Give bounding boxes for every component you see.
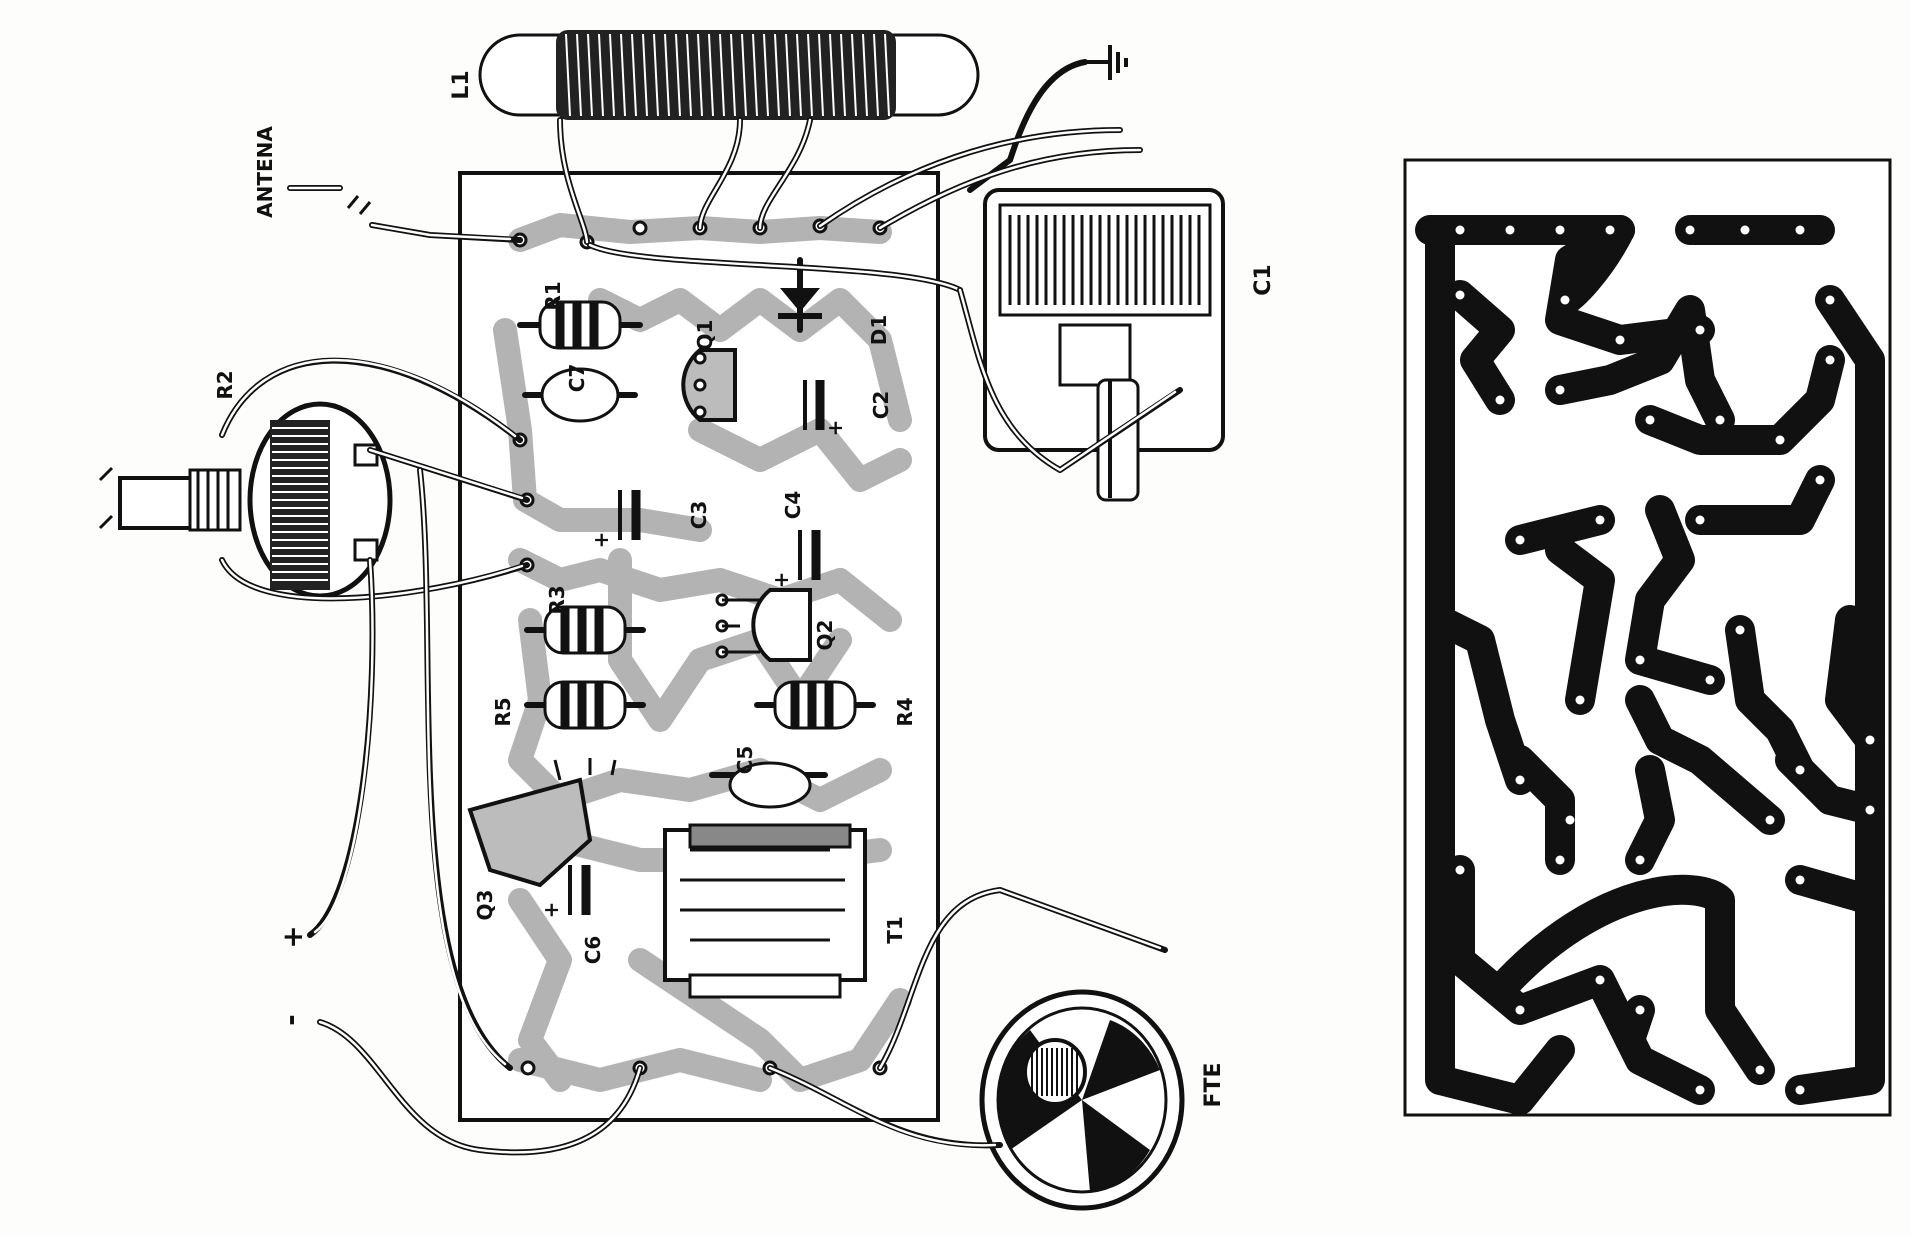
- pcb-hole: [1825, 295, 1835, 305]
- capacitor-c5-label: C5: [733, 746, 757, 775]
- ground-symbol: [967, 45, 1128, 193]
- pcb-hole: [1515, 1005, 1525, 1015]
- pcb-hole: [1555, 855, 1565, 865]
- pcb-hole: [1695, 325, 1705, 335]
- pcb-hole: [1775, 435, 1785, 445]
- resistor-r4: R4: [754, 680, 917, 730]
- pcb-hole: [1505, 225, 1515, 235]
- pcb-copper-layout: [1403, 158, 1892, 1117]
- pcb-hole: [1455, 290, 1465, 300]
- pcb-hole: [1695, 1085, 1705, 1095]
- pcb-hole: [1815, 475, 1825, 485]
- battery-leads: + -: [274, 925, 643, 1156]
- capacitor-c6-label: C6: [581, 936, 605, 965]
- pcb-hole: [1765, 815, 1775, 825]
- resistor-r5-label: R5: [491, 697, 515, 726]
- minus-label: -: [274, 1014, 307, 1026]
- coil-l1: L1: [449, 30, 980, 293]
- pcb-hole: [1605, 225, 1615, 235]
- pcb-hole: [1795, 225, 1805, 235]
- pcb-hole: [1555, 385, 1565, 395]
- assembly-board: R1 C7 Q1 D1 + C2: [458, 171, 940, 1122]
- pcb-hole: [1635, 1005, 1645, 1015]
- pcb-hole: [1795, 765, 1805, 775]
- capacitor-c4-polarity: +: [769, 572, 793, 589]
- transistor-q3: Q3: [467, 758, 617, 921]
- pcb-hole: [1560, 295, 1570, 305]
- variable-capacitor-c1: C1: [817, 127, 1276, 502]
- pcb-hole: [1615, 335, 1625, 345]
- transistor-q3-label: Q3: [473, 890, 497, 921]
- transformer-t1: T1: [663, 823, 907, 999]
- capacitor-c3-polarity: +: [589, 532, 613, 549]
- capacitor-c6-polarity: +: [539, 902, 563, 919]
- pcb-hole: [1740, 225, 1750, 235]
- capacitor-c2: + C2: [803, 380, 893, 437]
- pcb-hole: [1695, 515, 1705, 525]
- pcb-hole: [1575, 695, 1585, 705]
- diode-d1: D1: [778, 257, 891, 346]
- pcb-hole: [1595, 515, 1605, 525]
- capacitor-c7-label: C7: [565, 364, 589, 393]
- capacitor-c3: + C3: [589, 490, 711, 548]
- pcb-hole: [1865, 735, 1875, 745]
- pcb-hole: [1515, 535, 1525, 545]
- pcb-hole: [1495, 395, 1505, 405]
- pcb-hole: [1595, 975, 1605, 985]
- variable-capacitor-c1-label: C1: [1251, 264, 1276, 295]
- speaker-fte-label: FTE: [1201, 1062, 1226, 1107]
- pcb-hole: [1455, 865, 1465, 875]
- pcb-hole: [1865, 805, 1875, 815]
- capacitor-c4-label: C4: [781, 491, 805, 520]
- potentiometer-r2: R2: [98, 357, 530, 1071]
- pcb-holes: [1455, 225, 1875, 1095]
- coil-l1-label: L1: [449, 70, 474, 99]
- capacitor-c2-label: C2: [869, 391, 893, 420]
- pcb-hole: [1755, 1065, 1765, 1075]
- pcb-hole: [1645, 415, 1655, 425]
- capacitor-c6: + C6: [539, 865, 605, 964]
- capacitor-c4: + C4: [769, 491, 821, 589]
- pcb-hole: [1685, 225, 1695, 235]
- resistor-r3: R3: [524, 585, 646, 655]
- pcb-hole: [1705, 675, 1715, 685]
- pcb-hole: [1635, 855, 1645, 865]
- resistor-r1: R1: [517, 281, 643, 350]
- pcb-hole: [1825, 355, 1835, 365]
- pcb-hole: [1795, 875, 1805, 885]
- capacitor-c5: C5: [709, 746, 828, 809]
- resistor-r4-label: R4: [893, 697, 917, 726]
- potentiometer-r2-label: R2: [213, 370, 237, 399]
- plus-label: +: [276, 925, 309, 948]
- pcb-hole: [1555, 225, 1565, 235]
- pcb-hole: [1635, 655, 1645, 665]
- pcb-hole: [1795, 1085, 1805, 1095]
- transformer-t1-label: T1: [883, 916, 907, 944]
- antenna-label: ANTENA: [253, 126, 277, 218]
- pcb-hole: [1715, 415, 1725, 425]
- capacitor-c2-polarity: +: [823, 420, 847, 437]
- resistor-r5: R5: [491, 680, 646, 730]
- transistor-q2: Q2: [715, 588, 837, 662]
- transistor-q2-label: Q2: [813, 620, 837, 651]
- transistor-q1-label: Q1: [693, 320, 717, 351]
- resistor-r1-label: R1: [541, 281, 565, 310]
- speaker-fte: FTE: [767, 887, 1226, 1211]
- transistor-q1: Q1: [681, 320, 737, 422]
- resistor-r3-label: R3: [545, 585, 569, 614]
- pcb-hole: [1515, 775, 1525, 785]
- antenna-wire: ANTENA: [253, 126, 523, 243]
- capacitor-c3-label: C3: [687, 501, 711, 530]
- diode-d1-label: D1: [867, 315, 891, 346]
- pcb-hole: [1455, 225, 1465, 235]
- pcb-hole: [1735, 625, 1745, 635]
- pcb-hole: [1565, 815, 1575, 825]
- capacitor-c7: C7: [522, 364, 638, 423]
